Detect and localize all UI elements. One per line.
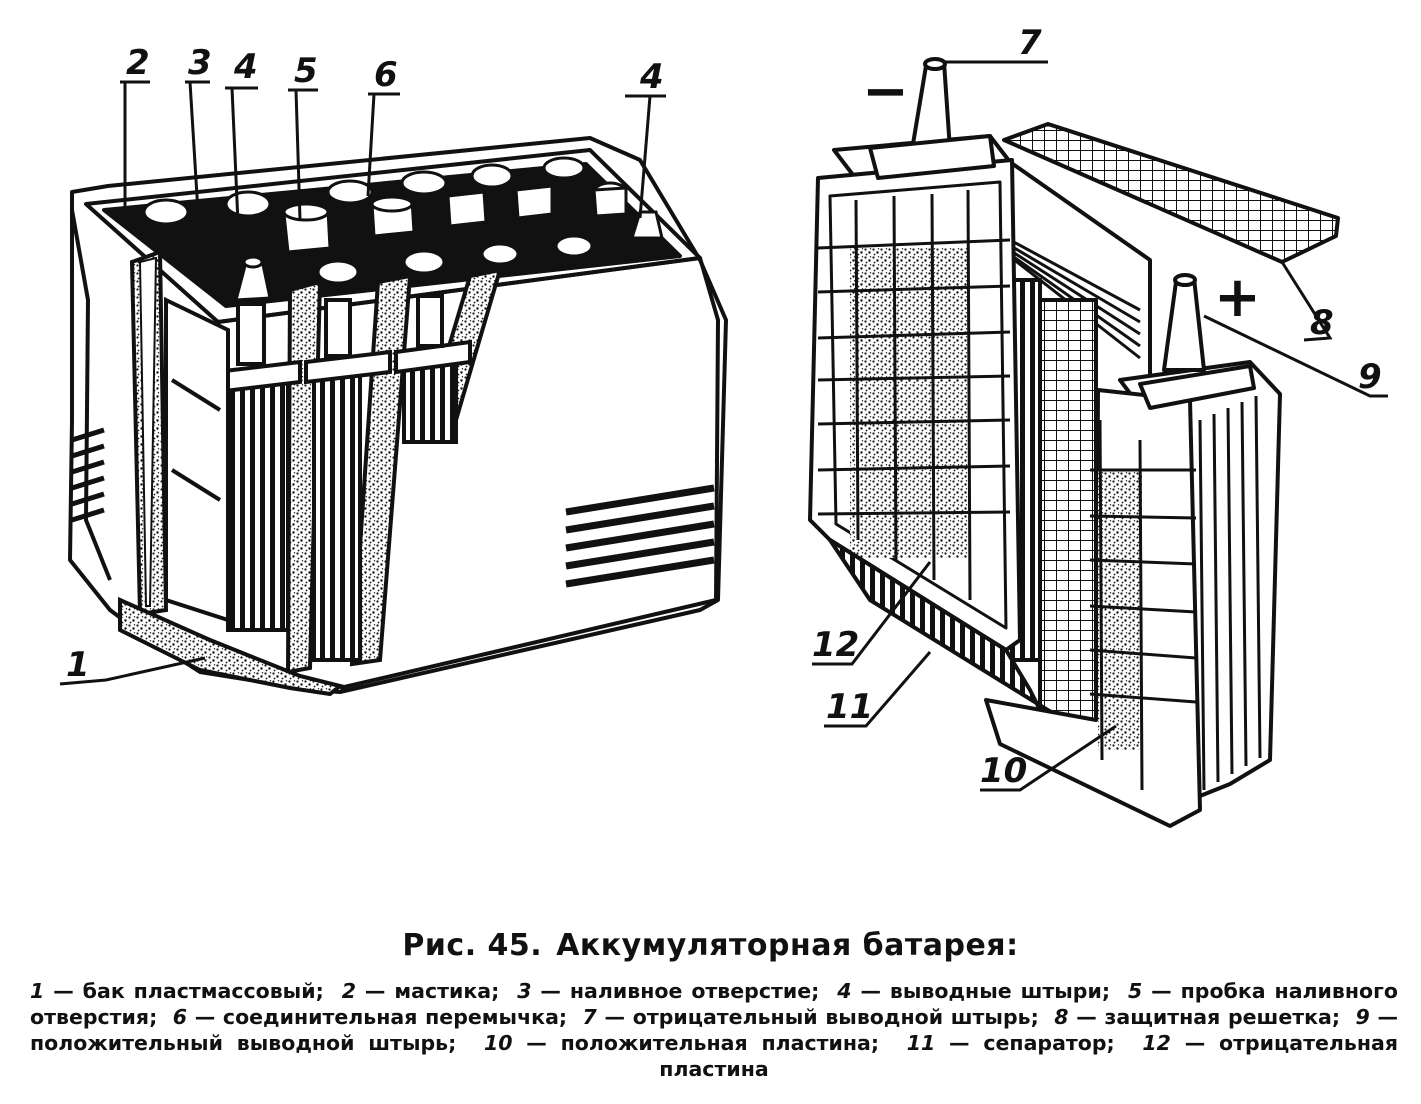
legend-item: 6 — соединительная перемычка; [172,1005,568,1029]
label-7: 7 [1018,23,1042,63]
legend-item: 4 — выводные штыри; [837,979,1111,1003]
figure-caption: Рис. 45. Аккумуляторная батарея: [0,928,1421,963]
figure-title: Аккумуляторная батарея: [556,928,1019,963]
label-6: 6 [374,55,398,95]
legend-item: 3 — наливное отверстие; [517,979,820,1003]
label-8: 8 [1310,303,1334,343]
label-2: 2 [126,43,150,83]
label-4b: 4 [639,57,664,97]
side-ribs [71,427,105,523]
label-3: 3 [188,43,212,83]
front-ribs [565,484,715,588]
legend-item: 2 — мастика; [341,979,500,1003]
legend-item: 1 — бак пластмассовый; [30,979,324,1003]
figure-labels: 2 3 4 5 6 4 1 7 8 9 10 11 12 − + [66,23,1382,791]
leader-lines [59,60,1388,792]
negative-sign: − [862,59,909,124]
legend-item: 12 — отрицательная пластина [659,1031,1398,1081]
legend-item: 8 — защитная решетка; [1054,1005,1341,1029]
label-12: 12 [812,625,859,665]
legend-item: 10 — положительная пластина; [483,1031,880,1055]
label-9: 9 [1358,357,1382,397]
figure-number: Рис. 45. [402,928,543,963]
label-11: 11 [826,687,873,727]
legend-item: 7 — отрицательный выводной штырь; [582,1005,1039,1029]
positive-sign: + [1214,265,1261,330]
legend-item: 9 — положительный выводной штырь; [30,1005,1398,1055]
plate-block [808,57,1340,828]
cell-cutaway [118,249,503,697]
legend-item: 5 — пробка наливного отверстия; [30,979,1398,1029]
label-4a: 4 [233,47,258,87]
label-5: 5 [294,51,318,91]
battery-caps [142,156,664,302]
label-10: 10 [980,751,1027,791]
figure-legend: 1 — бак пластмассовый; 2 — мастика; 3 — … [30,978,1398,1082]
label-1: 1 [66,645,90,685]
legend-item: 11 — сепаратор; [906,1031,1115,1055]
